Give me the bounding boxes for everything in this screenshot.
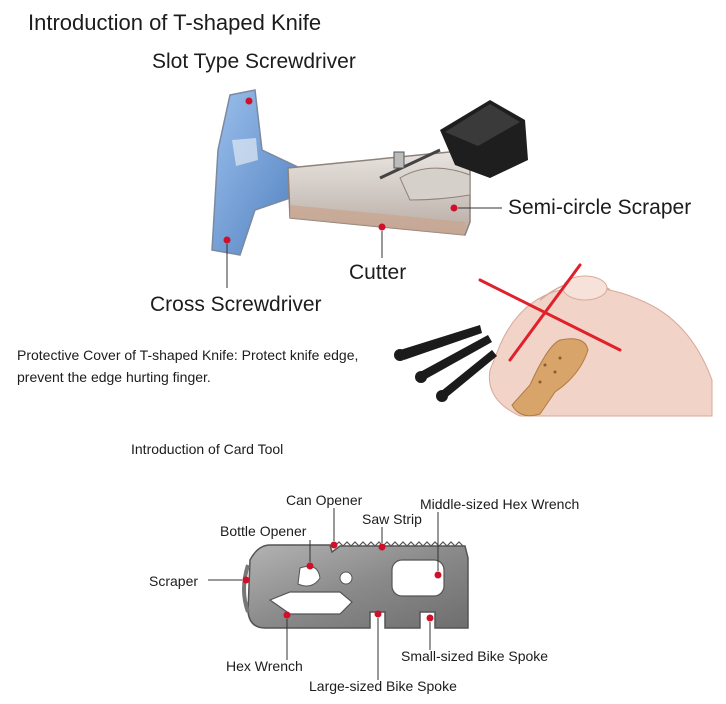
bandage [511,338,589,417]
marker-small-spoke [426,614,434,622]
label-bottle-opener: Bottle Opener [220,523,307,539]
hand-warning-image [394,263,713,417]
knife-handle [211,89,301,256]
marker-hex-wrench [283,611,291,619]
protective-cap [440,100,528,178]
marker-slot [245,97,253,105]
label-semi-circle-scraper: Semi-circle Scraper [508,196,692,219]
card-tool-image [242,541,469,629]
marker-cross [223,236,231,244]
marker-cutter [378,223,386,231]
label-cutter: Cutter [349,261,407,284]
label-can-opener: Can Opener [286,492,363,508]
knife-markers [223,97,502,288]
label-scraper: Scraper [149,573,199,589]
card-section-title: Introduction of Card Tool [131,441,284,457]
card-markers [208,508,442,680]
marker-saw-strip [378,543,386,551]
label-slot-screwdriver: Slot Type Screwdriver [152,50,356,73]
knife-section-title: Introduction of T-shaped Knife [28,10,322,35]
label-saw-strip: Saw Strip [362,511,422,527]
label-hex-wrench: Hex Wrench [226,658,303,674]
marker-bottle-opener [306,562,314,570]
marker-can-opener [330,541,338,549]
marker-scraper [450,204,458,212]
marker-middle-hex [434,571,442,579]
protective-cover-note: Protective Cover of T-shaped Knife: Prot… [17,347,359,385]
label-middle-hex-wrench: Middle-sized Hex Wrench [420,496,580,512]
marker-large-spoke [374,610,382,618]
label-large-bike-spoke: Large-sized Bike Spoke [309,678,457,694]
screwdrivers [394,325,497,402]
marker-scraper-card [242,576,250,584]
label-cross-screwdriver: Cross Screwdriver [150,293,322,316]
label-small-bike-spoke: Small-sized Bike Spoke [401,648,549,664]
t-knife-image [211,89,528,256]
warning-cross-mark [478,263,622,362]
